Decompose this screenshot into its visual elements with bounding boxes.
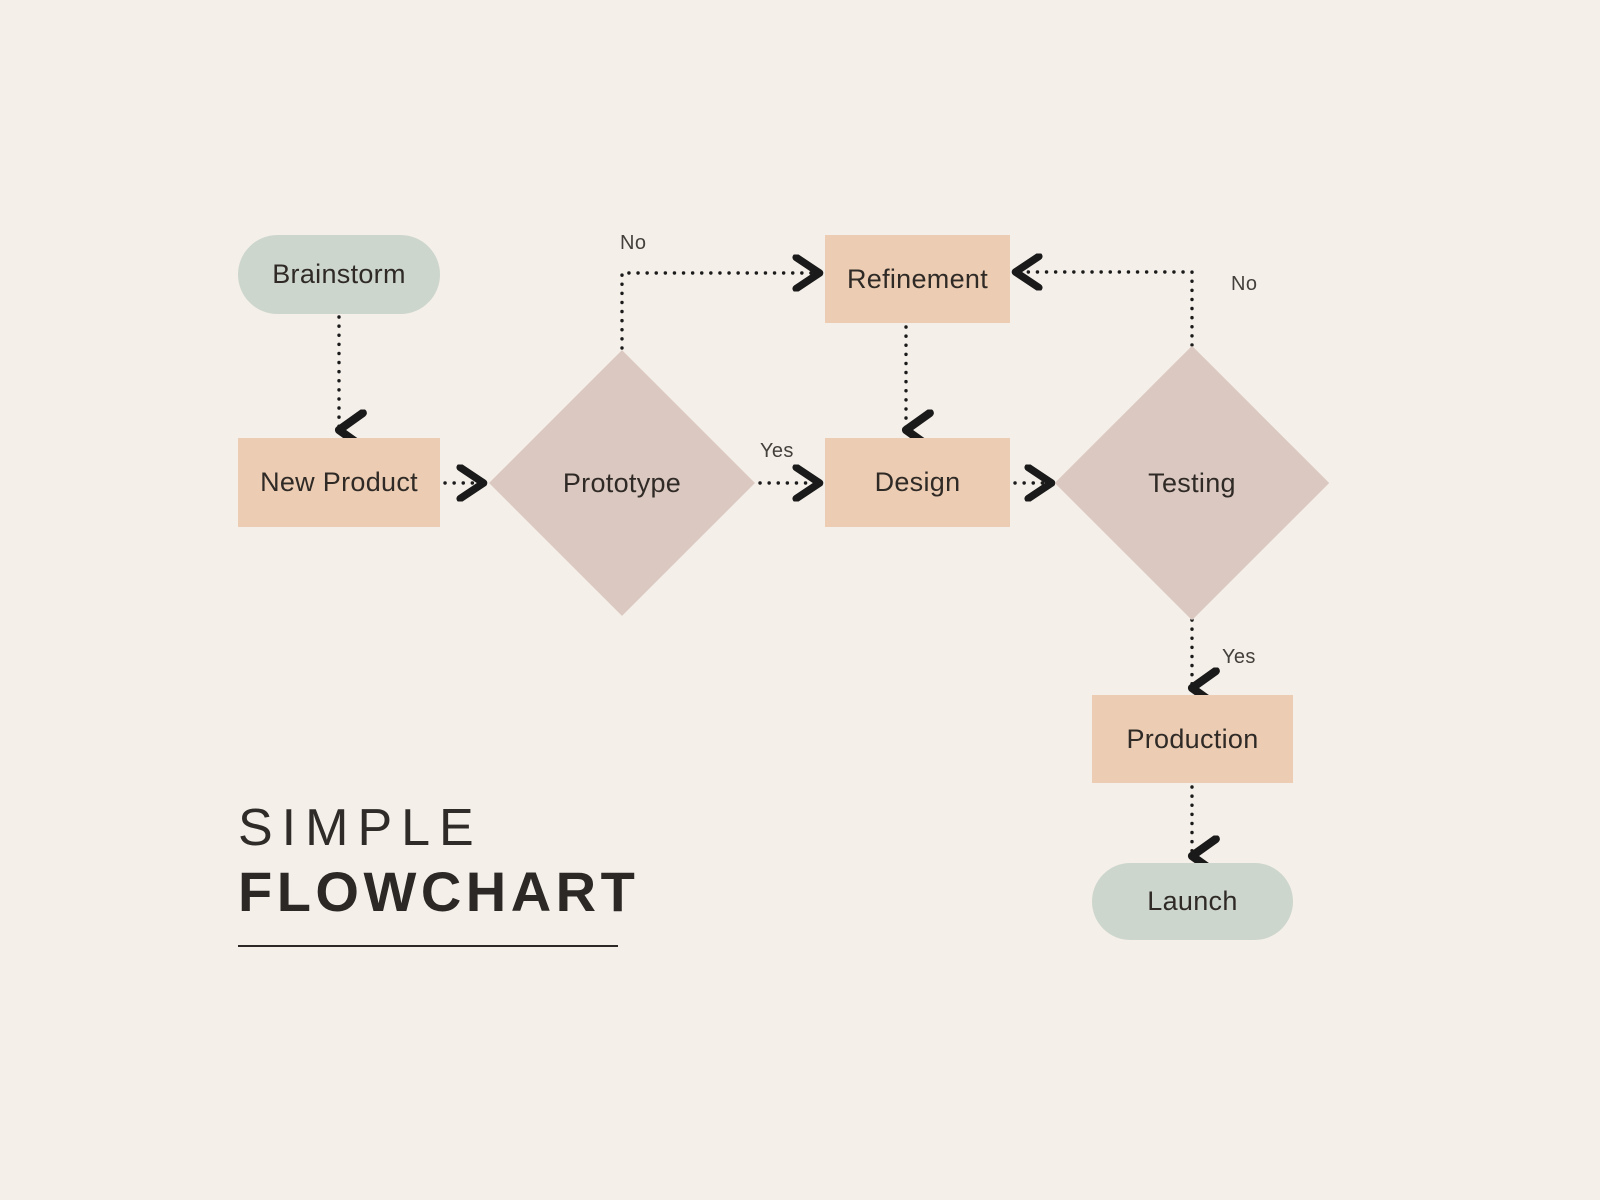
node-production[interactable]: Production [1092,695,1293,783]
edge-label-prototype-yes: Yes [760,440,794,462]
edge-label-testing-yes: Yes [1222,646,1256,668]
node-prototype[interactable]: Prototype [489,350,755,616]
node-launch[interactable]: Launch [1092,863,1293,940]
title-underline-rule [238,944,618,947]
node-brainstorm-label: Brainstorm [272,259,406,289]
node-testing[interactable]: Testing [1054,345,1330,621]
node-new-product-label: New Product [260,467,418,497]
page-title-line-2: FLOWCHART [238,860,640,924]
edge-testing-to-refinement [1017,272,1194,347]
page-title-line-1: SIMPLE [238,799,483,857]
node-refinement[interactable]: Refinement [825,235,1010,323]
edge-label-testing-no: No [1231,273,1258,295]
node-launch-label: Launch [1147,886,1238,916]
node-prototype-label: Prototype [562,467,682,498]
edge-label-prototype-no: No [620,232,647,254]
node-testing-label: Testing [1148,467,1236,498]
node-new-product[interactable]: New Product [238,438,440,527]
edge-prototype-to-refinement [620,273,818,350]
node-brainstorm[interactable]: Brainstorm [238,235,440,314]
node-design[interactable]: Design [825,438,1010,527]
title-block: SIMPLE FLOWCHART [238,800,758,947]
node-design-label: Design [874,467,961,497]
node-refinement-label: Refinement [846,263,989,294]
node-production-label: Production [1126,723,1259,754]
